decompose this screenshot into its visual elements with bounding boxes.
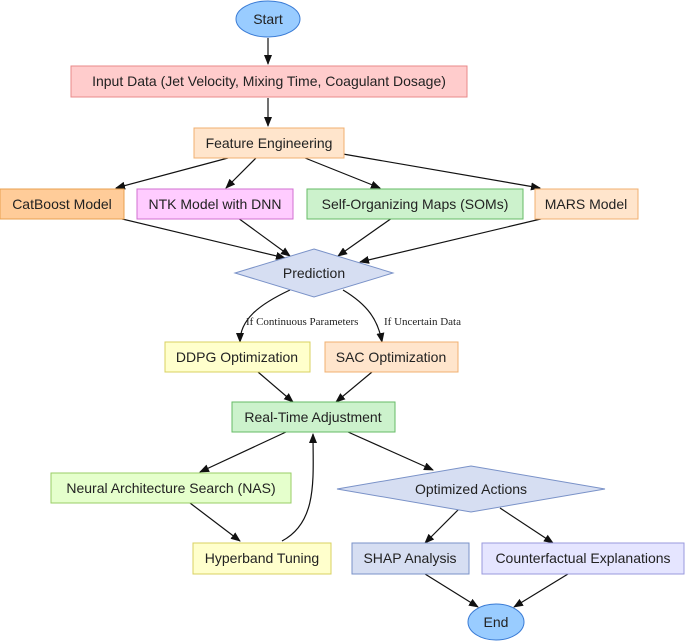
node-start-label: Start <box>253 11 283 27</box>
node-hyperband-shape <box>193 543 331 574</box>
node-ntk-shape <box>137 189 293 219</box>
node-end-border <box>467 603 525 641</box>
edge-label-continuous: If Continuous Parameters <box>246 316 358 328</box>
node-mars-shape <box>535 189 638 219</box>
edge-som-prediction <box>337 217 393 257</box>
node-realtime-border <box>231 401 396 433</box>
edge-sac-realtime <box>335 371 373 403</box>
edge-feature-som <box>304 157 381 189</box>
node-optimized-label: Optimized Actions <box>415 481 527 497</box>
node-shap-border <box>351 542 470 575</box>
node-optimized-border <box>336 465 606 513</box>
node-ddpg-label: DDPG Optimization <box>176 349 298 365</box>
node-counterfactual-shape <box>482 543 684 574</box>
edge-mars-prediction <box>359 217 546 264</box>
node-catboost: CatBoost Model <box>0 188 125 220</box>
node-prediction: Prediction <box>233 248 395 298</box>
node-end-shape <box>468 604 524 640</box>
node-som: Self-Organizing Maps (SOMs) <box>306 188 524 220</box>
node-shap-shape <box>352 543 469 574</box>
edge-prediction-ddpg <box>236 289 291 343</box>
node-realtime: Real-Time Adjustment <box>231 401 396 433</box>
node-optimized: Optimized Actions <box>336 465 606 513</box>
node-counterfactual: Counterfactual Explanations <box>481 542 685 575</box>
node-start-shape <box>236 1 300 37</box>
edge-feature-ntk <box>225 157 257 189</box>
node-sac-border <box>324 341 459 373</box>
node-nas-border <box>50 472 292 504</box>
edge-feature-mars <box>342 153 541 191</box>
node-input: Input Data (Jet Velocity, Mixing Time, C… <box>70 65 468 98</box>
edge-catboost-prediction <box>117 217 286 260</box>
edge-optimized-shap <box>424 507 461 544</box>
node-som-label: Self-Organizing Maps (SOMs) <box>322 196 509 212</box>
edge-ddpg-realtime <box>257 371 294 403</box>
edge-prediction-sac <box>342 289 385 343</box>
node-sac-label: SAC Optimization <box>336 349 446 365</box>
node-mars-label: MARS Model <box>545 196 627 212</box>
edge-label-uncertain: If Uncertain Data <box>384 316 461 328</box>
node-mars-border <box>534 188 639 220</box>
node-nas: Neural Architecture Search (NAS) <box>50 472 292 504</box>
node-shap: SHAP Analysis <box>351 542 470 575</box>
node-end: End <box>467 603 525 641</box>
edge-nas-hyperband <box>189 502 241 542</box>
node-input-border <box>70 65 468 98</box>
node-prediction-label: Prediction <box>283 265 345 281</box>
edge-realtime-optimized <box>347 431 434 471</box>
node-prediction-border <box>233 248 395 298</box>
node-hyperband: Hyperband Tuning <box>192 542 332 575</box>
node-hyperband-label: Hyperband Tuning <box>205 550 319 566</box>
node-catboost-border <box>0 188 125 220</box>
node-sac: SAC Optimization <box>324 341 459 373</box>
node-feature-shape <box>194 128 344 158</box>
node-realtime-shape <box>232 402 395 432</box>
node-ddpg: DDPG Optimization <box>164 341 311 373</box>
node-start: Start <box>235 0 301 38</box>
node-ddpg-shape <box>165 342 310 372</box>
edge-optimized-counterfactual <box>499 507 554 544</box>
node-ddpg-border <box>164 341 311 373</box>
node-ntk: NTK Model with DNN <box>136 188 294 220</box>
node-counterfactual-label: Counterfactual Explanations <box>495 550 670 566</box>
node-end-label: End <box>484 614 509 630</box>
node-shap-label: SHAP Analysis <box>363 550 456 566</box>
node-hyperband-border <box>192 542 332 575</box>
edge-feature-catboost <box>115 157 229 190</box>
edges <box>115 38 569 608</box>
node-mars: MARS Model <box>534 188 639 220</box>
node-feature-border <box>193 127 345 159</box>
node-som-shape <box>307 189 523 219</box>
node-feature-label: Feature Engineering <box>206 135 333 151</box>
node-realtime-label: Real-Time Adjustment <box>244 409 381 425</box>
node-counterfactual-border <box>481 542 685 575</box>
node-nas-shape <box>51 473 291 503</box>
node-sac-shape <box>325 342 458 372</box>
node-catboost-label: CatBoost Model <box>12 196 112 212</box>
node-ntk-label: NTK Model with DNN <box>148 196 281 212</box>
edge-shap-end <box>424 573 479 608</box>
node-ntk-border <box>136 188 294 220</box>
node-nas-label: Neural Architecture Search (NAS) <box>66 480 275 496</box>
node-input-shape <box>71 66 467 97</box>
edge-realtime-nas <box>199 431 287 473</box>
node-feature: Feature Engineering <box>193 127 345 159</box>
edge-counterfactual-end <box>513 573 569 608</box>
node-input-label: Input Data (Jet Velocity, Mixing Time, C… <box>92 73 446 89</box>
node-som-border <box>306 188 524 220</box>
node-catboost-shape <box>0 189 124 219</box>
edge-hyperband-realtime <box>281 433 318 542</box>
node-start-border <box>235 0 301 38</box>
edge-ntk-prediction <box>237 217 291 257</box>
